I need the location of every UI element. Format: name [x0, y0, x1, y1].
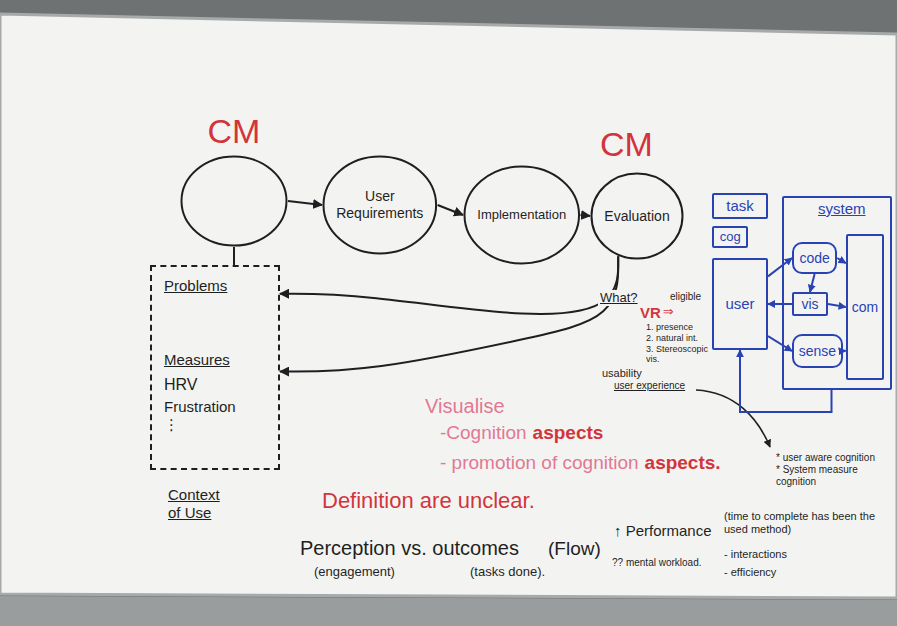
note-text: 2. natural int. [646, 333, 710, 344]
note-text: aspects. [645, 452, 721, 475]
note-text: 3. Stereoscopic vis. [646, 344, 710, 366]
note-text: usability [602, 367, 642, 380]
circle-shape [592, 174, 683, 259]
leader-arrow [696, 390, 770, 447]
note-text: - promotion of cognition [440, 452, 639, 475]
concept-circle: CM [180, 155, 288, 247]
connector [233, 247, 235, 265]
node-text: system [818, 200, 866, 218]
note-text: - interactions [724, 548, 787, 561]
system-frame: system code vis sense com [782, 196, 892, 390]
node-text: com [852, 299, 878, 316]
note-text: VR [640, 304, 661, 322]
node-text: task [726, 197, 754, 215]
user-box: user [712, 258, 768, 350]
note-text: Context of Use [168, 486, 232, 522]
process-circle: Implementation [463, 165, 581, 265]
circle-shape [465, 167, 580, 264]
note-text: eligible [670, 291, 701, 303]
code-box: code [792, 242, 837, 274]
note-text: Perception vs. outcomes [300, 536, 519, 560]
whiteboard [0, 14, 897, 598]
note-text: (tasks done). [470, 564, 545, 580]
vis-box: vis [792, 292, 828, 316]
connector [581, 215, 590, 216]
note-text: -Cognition [440, 422, 527, 445]
node-text: Evaluation [604, 208, 669, 225]
context-box: ProblemsMeasuresHRV Frustration⋮ [150, 265, 280, 470]
connector [837, 258, 846, 263]
connector [768, 258, 792, 276]
note-text: Definition are unclear. [322, 488, 535, 514]
task-box: task [712, 193, 768, 219]
connector [810, 274, 815, 292]
node-text: code [799, 250, 829, 267]
sense-box: sense [792, 334, 843, 368]
process-circle: User Requirements [322, 155, 438, 255]
note-text: Visualise [425, 394, 505, 418]
note-text: - efficiency [724, 566, 776, 579]
note-text: (time to complete has been the used meth… [724, 510, 888, 536]
connector [740, 350, 832, 412]
note-text: (Flow) [548, 538, 601, 561]
node-text: ⋮ [164, 416, 179, 434]
circle-outline [180, 155, 288, 247]
circle-shape [324, 157, 437, 254]
node-text: user [725, 295, 754, 313]
note-text: ⇒ [663, 304, 674, 320]
node-text: Measures [164, 351, 230, 369]
question-label: What? [598, 290, 640, 306]
node-text: vis [801, 296, 818, 313]
note-text: CM [600, 124, 653, 165]
connector [768, 336, 792, 351]
note-text: ↑ Performance [614, 522, 712, 540]
connector [438, 205, 463, 215]
process-circle: Evaluation [590, 172, 684, 260]
node-text: User Requirements [330, 188, 429, 222]
note-text: * user aware cognition [776, 452, 892, 464]
marker-tray [0, 596, 897, 626]
note-text: * System measure cognition [776, 464, 888, 488]
node-text: Frustration [164, 398, 236, 416]
connector [288, 201, 322, 205]
connector [768, 303, 792, 305]
cog-box: cog [712, 226, 748, 248]
connector [280, 256, 618, 371]
com-box: com [846, 234, 884, 380]
node-text: Problems [164, 277, 227, 295]
note-text: user experience [614, 380, 685, 392]
note-text: aspects [533, 422, 604, 445]
node-text: cog [720, 229, 741, 245]
node-text: sense [799, 343, 836, 360]
connector [828, 304, 846, 307]
note-text: (engagement) [314, 564, 395, 580]
connector [280, 256, 618, 314]
node-text: Implementation [477, 207, 566, 223]
node-text: HRV [164, 375, 198, 394]
note-text: ?? mental workload. [612, 557, 702, 569]
circle-shape [182, 157, 287, 246]
note-text: 1. presence [646, 322, 710, 333]
